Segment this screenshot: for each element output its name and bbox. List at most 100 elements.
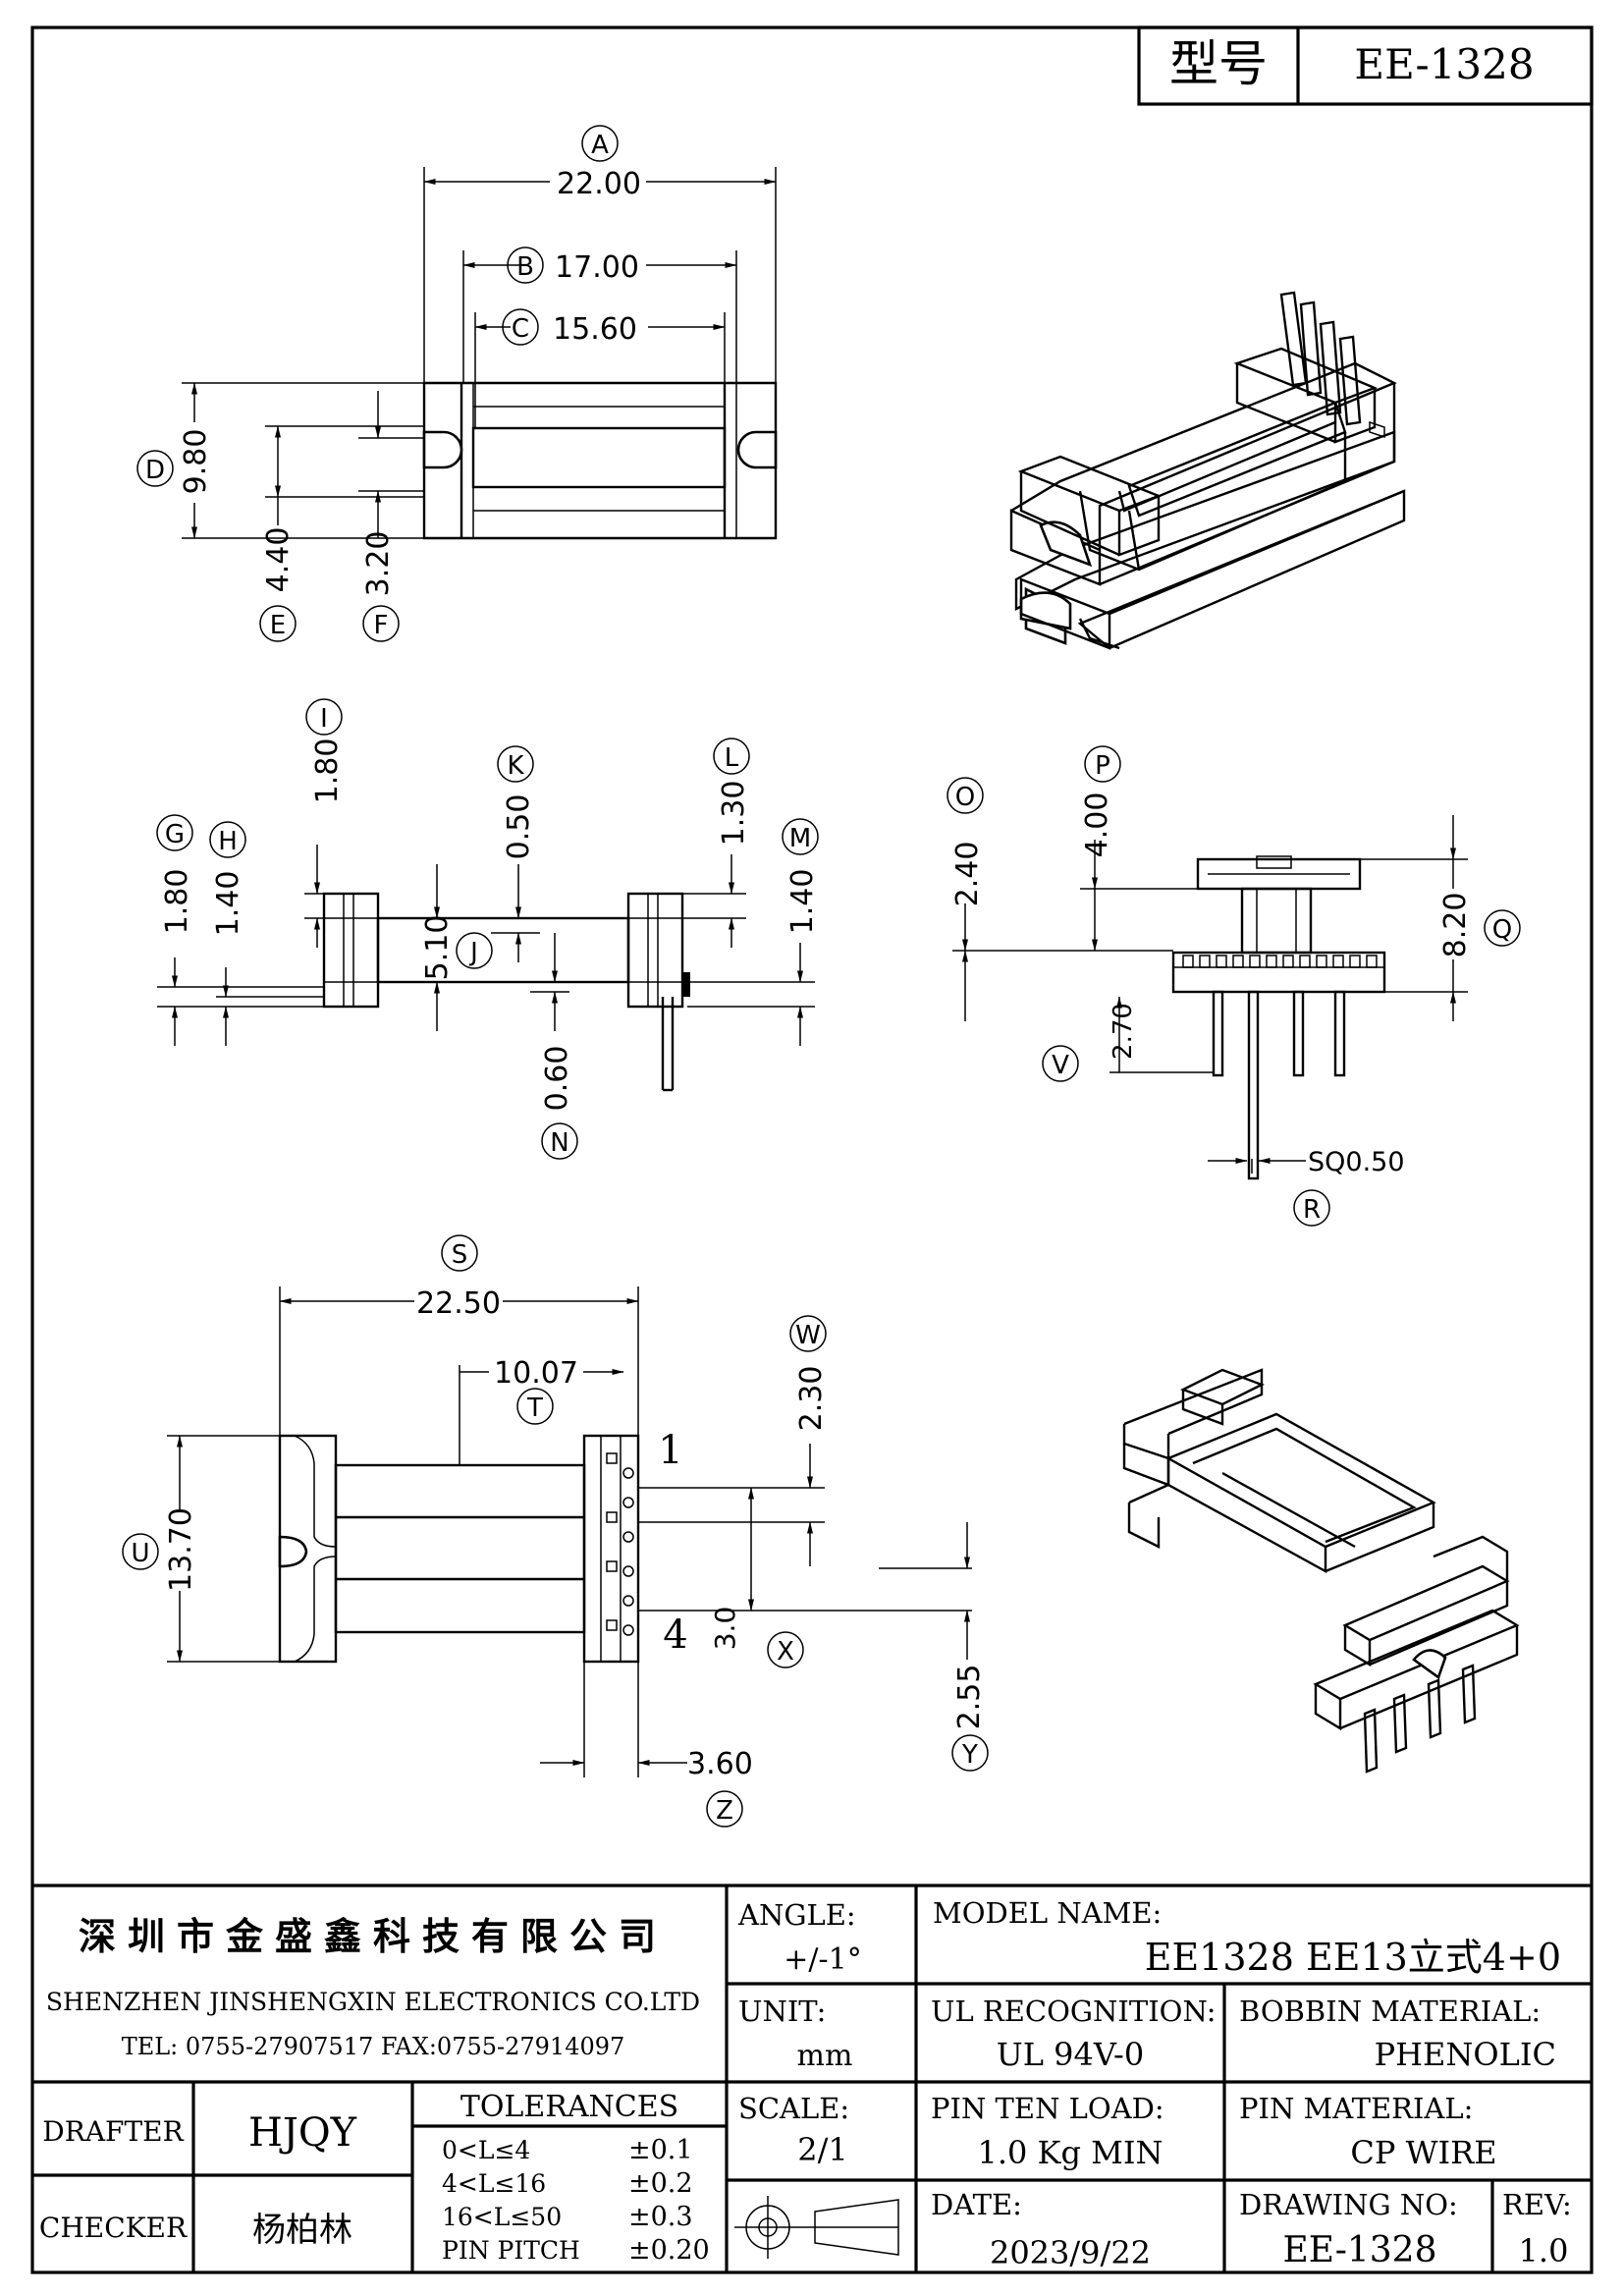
- dim-b-value: 17.00: [555, 250, 639, 285]
- dim-v-letter: V: [1052, 1051, 1069, 1080]
- rev-label: REV:: [1502, 2188, 1572, 2221]
- dim-a-value: 22.00: [557, 167, 641, 201]
- model-name-value: EE1328 EE13立式4+0: [1145, 1936, 1561, 1979]
- dim-l-letter: L: [725, 743, 739, 773]
- dim-m-value: 1.40: [785, 869, 820, 935]
- dim-o-letter: O: [955, 783, 975, 812]
- dim-j-value: 5.10: [420, 915, 455, 981]
- dim-q-value: 8.20: [1438, 893, 1473, 958]
- scale-value: 2/1: [797, 2131, 848, 2168]
- dim-d-letter: D: [145, 456, 165, 485]
- dim-c-value: 15.60: [553, 312, 637, 347]
- top-view: 22.00 A B 17.00 C 15.60 9.80 D 4.40 E 3.…: [136, 125, 778, 642]
- dim-w-value: 2.30: [794, 1366, 829, 1432]
- pin-material-value: CP WIRE: [1350, 2134, 1496, 2171]
- side-view: 1.80 G 1.40 H 1.80 I 5.10 J 0.50 K 0.60 …: [156, 698, 820, 1160]
- tolerance-range-1: 0<L≤4: [442, 2136, 530, 2164]
- dim-b-letter: B: [516, 252, 534, 282]
- dim-f-value: 3.20: [361, 531, 396, 597]
- dim-u-value: 13.70: [164, 1507, 198, 1592]
- checker-value: 杨柏林: [252, 2211, 352, 2250]
- pin-load-label: PIN TEN LOAD:: [931, 2092, 1164, 2125]
- dim-g-letter: G: [165, 820, 185, 849]
- dim-s-value: 22.50: [416, 1286, 501, 1321]
- checker-label: CHECKER: [39, 2212, 188, 2244]
- bobbin-value: PHENOLIC: [1375, 2036, 1556, 2073]
- dim-h-letter: H: [218, 827, 238, 856]
- end-view: 2.40 O 4.00 P 8.20 Q 2.70 V SQ0.50 R: [947, 745, 1521, 1227]
- dim-c-letter: C: [512, 314, 529, 344]
- company-contact: TEL: 0755-27907517 FAX:0755-27914097: [122, 2033, 625, 2060]
- dim-f-letter: F: [374, 611, 389, 640]
- projection-symbol-icon: [734, 2196, 899, 2259]
- tolerance-value-4: ±0.20: [628, 2235, 710, 2266]
- dim-i-value: 1.80: [310, 738, 345, 804]
- model-name-label: MODEL NAME:: [933, 1896, 1162, 1930]
- dim-x-value: 3.0: [709, 1607, 741, 1651]
- dim-u-letter: U: [131, 1539, 149, 1568]
- dim-t-letter: T: [526, 1394, 543, 1423]
- isometric-view-top: [1009, 291, 1406, 650]
- dim-j-letter: J: [468, 938, 478, 967]
- pin-1-label: 1: [658, 1428, 682, 1473]
- drafter-label: DRAFTER: [42, 2115, 184, 2148]
- unit-label: UNIT:: [738, 1995, 826, 2028]
- dim-w-letter: W: [795, 1321, 821, 1350]
- drawing-no-label: DRAWING NO:: [1239, 2188, 1458, 2221]
- title-box-model: EE-1328: [1354, 40, 1534, 88]
- ul-value: UL 94V-0: [997, 2036, 1144, 2073]
- dim-o-value: 2.40: [950, 842, 985, 907]
- pin-4-label: 4: [663, 1613, 687, 1658]
- angle-label: ANGLE:: [737, 1898, 856, 1932]
- dim-p-letter: P: [1095, 751, 1110, 781]
- company-cn: 深圳市金盛鑫科技有限公司: [79, 1915, 668, 1958]
- drawing-no-value: EE-1328: [1282, 2230, 1436, 2270]
- tolerance-range-2: 4<L≤16: [442, 2169, 546, 2198]
- dim-m-letter: M: [789, 824, 811, 853]
- ul-label: UL RECOGNITION:: [931, 1995, 1217, 2028]
- drawing-frame: [30, 26, 1594, 2274]
- tolerance-value-1: ±0.1: [628, 2135, 693, 2165]
- dim-s-letter: S: [452, 1240, 468, 1270]
- dim-k-letter: K: [507, 751, 524, 781]
- dim-z-value: 3.60: [687, 1747, 753, 1781]
- dim-p-value: 4.00: [1080, 793, 1114, 858]
- tolerance-range-4: PIN PITCH: [442, 2236, 580, 2265]
- dim-d-value: 9.80: [179, 429, 213, 495]
- title-box: 型号 EE-1328: [1137, 26, 1594, 106]
- pin-material-label: PIN MATERIAL:: [1239, 2092, 1473, 2125]
- unit-value: mm: [797, 2039, 853, 2073]
- dim-q-letter: Q: [1492, 915, 1512, 945]
- dim-t-value: 10.07: [494, 1356, 578, 1391]
- tolerances-label: TOLERANCES: [460, 2090, 678, 2124]
- dim-i-letter: I: [320, 704, 328, 734]
- title-box-label: 型号: [1169, 35, 1268, 92]
- dim-l-value: 1.30: [717, 781, 751, 847]
- date-label: DATE:: [931, 2188, 1022, 2221]
- dim-y-value: 2.55: [952, 1665, 987, 1730]
- company-en: SHENZHEN JINSHENGXIN ELECTRONICS CO.LTD: [46, 1988, 700, 2016]
- pin-load-value: 1.0 Kg MIN: [977, 2134, 1163, 2171]
- dim-x-letter: X: [777, 1637, 794, 1667]
- dim-e-letter: E: [270, 611, 286, 640]
- angle-value: +/-1°: [784, 1942, 861, 1977]
- dim-h-value: 1.40: [211, 871, 245, 937]
- dim-r-value: SQ0.50: [1308, 1147, 1405, 1177]
- bottom-view: 22.50 S 10.07 T 13.70 U 2.30 W 3.0 X 2.5…: [122, 1234, 989, 1828]
- dim-e-value: 4.40: [261, 527, 296, 593]
- title-block: 深圳市金盛鑫科技有限公司 SHENZHEN JINSHENGXIN ELECTR…: [32, 1884, 1592, 2272]
- bobbin-label: BOBBIN MATERIAL:: [1239, 1995, 1541, 2028]
- dim-y-letter: Y: [961, 1740, 978, 1770]
- tolerance-value-2: ±0.2: [628, 2168, 693, 2199]
- dim-a-letter: A: [591, 131, 609, 160]
- dim-n-value: 0.60: [540, 1046, 574, 1112]
- tolerance-value-3: ±0.3: [628, 2202, 693, 2232]
- dim-v-value: 2.70: [1109, 1003, 1138, 1060]
- isometric-view-bottom: [1122, 1368, 1520, 1774]
- date-value: 2023/9/22: [990, 2234, 1151, 2271]
- dim-g-value: 1.80: [160, 869, 194, 935]
- dim-z-letter: Z: [716, 1796, 733, 1826]
- tolerance-range-3: 16<L≤50: [442, 2203, 562, 2231]
- drafter-value: HJQY: [248, 2110, 357, 2156]
